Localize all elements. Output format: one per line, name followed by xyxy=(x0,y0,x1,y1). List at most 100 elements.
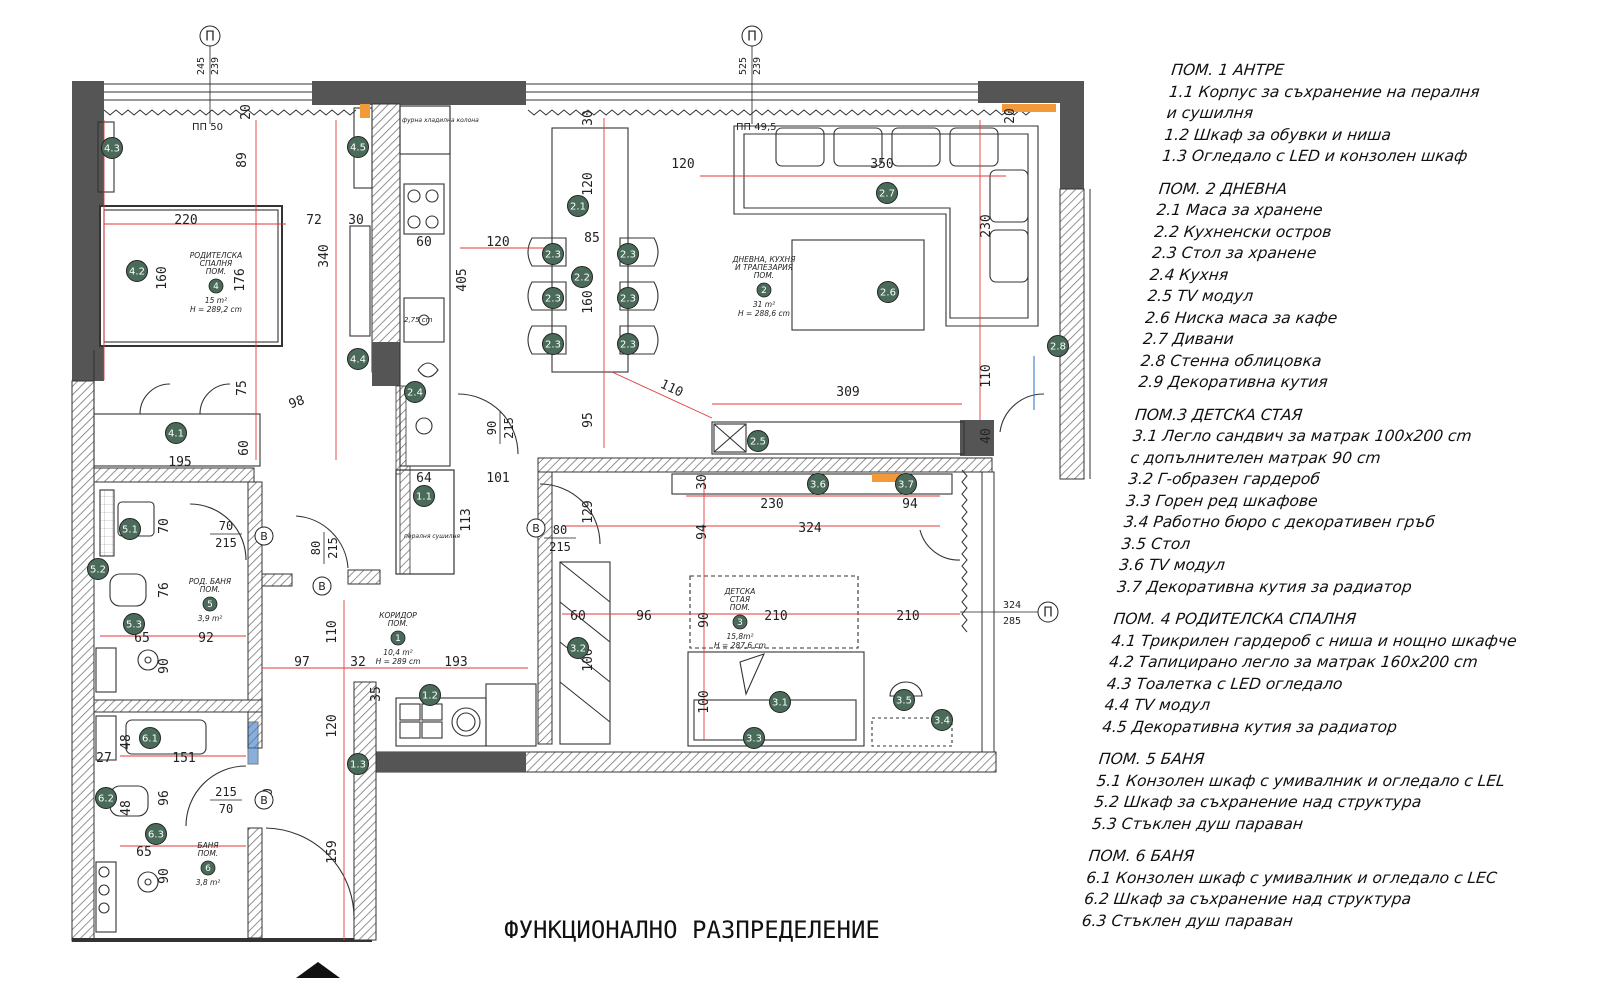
furniture-marker: 2.8 xyxy=(1047,335,1069,357)
legend-item: 1.2 Шкаф за обувки и ниша xyxy=(1163,125,1392,144)
marker-label: 2.3 xyxy=(545,294,561,305)
door-width: 80 xyxy=(309,541,323,555)
marker-label: 4.5 xyxy=(350,143,366,154)
marker-label: 3.4 xyxy=(934,716,950,727)
legend-item: 2.7 Дивани xyxy=(1142,330,1235,348)
room-number: 5 xyxy=(207,600,213,610)
axis-dim: 245 xyxy=(196,57,207,75)
room-name-line: ПОМ. xyxy=(388,619,408,628)
plan-title: ФУНКЦИОНАЛНО РАЗПРЕДЕЛЕНИЕ xyxy=(504,916,880,944)
dimension-label: 210 xyxy=(896,609,919,624)
dimension-label: 72 xyxy=(306,213,322,228)
marker-label: 6.3 xyxy=(148,830,164,841)
dimension-label: 120 xyxy=(581,172,596,195)
furniture-marker: 5.1 xyxy=(119,518,141,540)
legend-item: и сушилня xyxy=(1165,104,1255,122)
dimension-label: 89 xyxy=(235,152,250,168)
window-sill-2: ПП 49,5 xyxy=(736,122,776,133)
door-height: 215 xyxy=(549,540,571,554)
dimension-label: 94 xyxy=(902,497,918,512)
axis-label: П xyxy=(747,30,757,45)
dimension-label: 60 xyxy=(237,440,252,456)
door-tag: B 70 215 xyxy=(210,519,274,550)
legend-group-title: ПОМ.3 ДЕТСКА СТАЯ xyxy=(1134,405,1304,424)
furniture-marker: 3.4 xyxy=(931,709,953,731)
dimension-label: 60 xyxy=(416,235,432,250)
dimension-label: 151 xyxy=(172,751,195,766)
furniture-marker: 2.5 xyxy=(747,430,769,452)
washer-label: пералня сушилня xyxy=(404,533,460,540)
furniture-marker: 3.1 xyxy=(769,691,791,713)
room-name-line: РОДИТЕЛСКА xyxy=(190,251,243,260)
door-width: 70 xyxy=(219,519,233,533)
axis-label: П xyxy=(1043,606,1053,621)
dimension-label: 48 xyxy=(119,734,134,750)
room-name-line: БАНЯ xyxy=(197,841,218,850)
furniture-marker: 3.5 xyxy=(893,689,915,711)
dimension-label: 48 xyxy=(119,800,134,816)
axis-label: П xyxy=(205,30,215,45)
legend-item: 6.2 Шкаф за съхранение над структура xyxy=(1083,890,1413,908)
marker-label: 4.3 xyxy=(104,144,120,155)
dimension-label: 92 xyxy=(198,631,214,646)
room-name-line: ПОМ. xyxy=(730,603,750,612)
dimension-label: 113 xyxy=(459,508,474,531)
furniture-marker: 6.2 xyxy=(95,787,117,809)
marker-label: 3.7 xyxy=(898,480,914,491)
dimension-label: 90 xyxy=(697,612,712,628)
dimension-label: 65 xyxy=(136,845,152,860)
dimension-label: 405 xyxy=(455,268,470,291)
furniture-marker: 4.5 xyxy=(347,136,369,158)
legend-group-title: ПОМ. 5 БАНЯ xyxy=(1097,750,1206,768)
dimension-label: 340 xyxy=(317,244,332,267)
dimension-label: 195 xyxy=(168,455,191,470)
legend-group-title: ПОМ. 1 АНТРЕ xyxy=(1170,61,1286,79)
marker-label: 3.5 xyxy=(896,696,912,707)
furniture-marker: 6.1 xyxy=(139,727,161,749)
door-height: 215 xyxy=(502,417,516,439)
marker-label: 4.2 xyxy=(129,267,145,278)
room-name-line: ДНЕВНА, КУХНЯ xyxy=(732,255,796,264)
plan-notes: ПП 50 ПП 49,5 фурна хладилна колона пера… xyxy=(192,117,776,540)
dimension-label: 120 xyxy=(486,235,509,250)
furniture-marker: 2.1 xyxy=(567,195,589,217)
room-height: H = 287,6 cm xyxy=(714,641,766,650)
furniture-marker: 4.4 xyxy=(347,348,369,370)
furniture-marker: 5.3 xyxy=(123,613,145,635)
dimension-label: 230 xyxy=(760,497,783,512)
dimension-line xyxy=(611,371,713,419)
axis-dim: 239 xyxy=(752,57,763,75)
door-label: B xyxy=(260,794,268,807)
room-number: 3 xyxy=(737,618,743,628)
legend-item: 4.4 TV модул xyxy=(1103,696,1212,714)
door-label: B xyxy=(260,530,268,543)
marker-label: 4.1 xyxy=(168,429,184,440)
door-height: 215 xyxy=(215,536,237,550)
marker-label: 3.6 xyxy=(810,480,826,491)
door-width: 215 xyxy=(215,785,237,799)
dimension-label: 60 xyxy=(570,609,586,624)
dimension-label: 159 xyxy=(325,840,340,863)
dimension-label: 324 xyxy=(798,521,822,536)
dimension-label: 97 xyxy=(294,655,310,670)
room-height: H = 288,6 cm xyxy=(738,309,790,318)
room-name-line: ПОМ. xyxy=(754,271,774,280)
dimension-label: 120 xyxy=(325,714,340,737)
door-label: B xyxy=(532,522,540,535)
dimension-label: 96 xyxy=(157,790,172,806)
marker-label: 5.2 xyxy=(90,565,106,576)
legend-item: с допълнителен матрак 90 cm xyxy=(1129,448,1382,467)
legend-item: 1.3 Огледало с LED и конзолен шкаф xyxy=(1161,147,1469,165)
furniture-marker: 4.3 xyxy=(101,137,123,159)
